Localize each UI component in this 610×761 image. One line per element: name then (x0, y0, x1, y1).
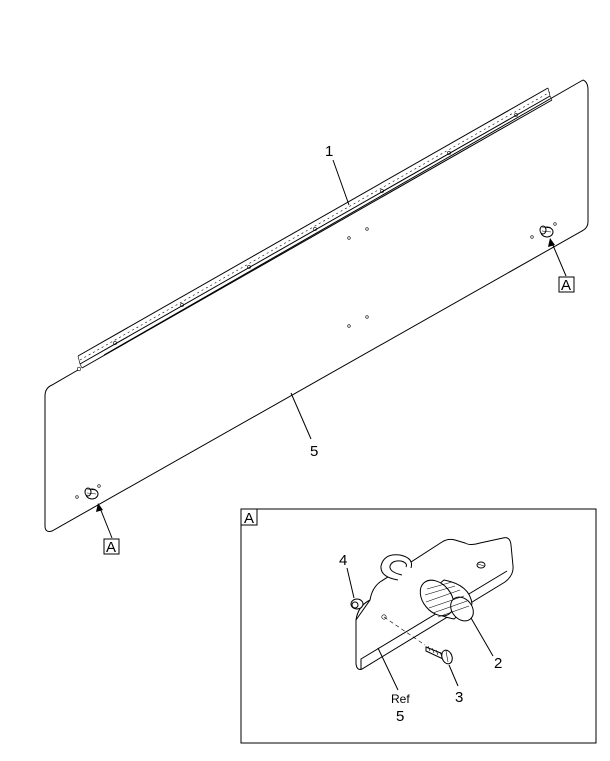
detail-ref-right-label: A (561, 277, 571, 294)
piano-hinge (76, 87, 553, 372)
hinge-screw (313, 227, 317, 231)
detail-a-frame (240, 508, 597, 744)
panel-holes (75, 222, 557, 499)
callout-item-4: 4 (339, 552, 347, 569)
hinge-screw (113, 341, 117, 345)
knob-right (539, 225, 554, 238)
detail-screw (425, 645, 453, 665)
panel (44, 79, 589, 532)
leader-detail-right (548, 238, 567, 277)
detail-a: A (240, 508, 597, 744)
detail-knob (419, 579, 474, 622)
callout-item-1: 1 (325, 143, 333, 160)
leader-detail-left (96, 503, 113, 539)
hinge-screw (180, 303, 184, 307)
callout-ref-item: 5 (396, 708, 404, 725)
hinge-screw (447, 151, 451, 155)
detail-a-label: A (244, 510, 254, 527)
hinge-screw (247, 265, 251, 269)
callout-item-5: 5 (310, 443, 318, 460)
callout-item-3: 3 (455, 689, 463, 706)
hinge-end-screw (76, 366, 82, 372)
hinge-screw (514, 113, 518, 117)
leader-item-5 (290, 392, 312, 440)
detail-a-label-box (240, 508, 258, 526)
leader-item-1 (332, 159, 350, 206)
detail-ref-box-left: A (103, 538, 120, 556)
detail-ref-left-label: A (106, 539, 116, 556)
detail-ref-box-right: A (558, 276, 575, 294)
callout-item-2: 2 (494, 655, 502, 672)
install-path (383, 616, 426, 646)
hinge-screw (380, 189, 384, 193)
handle-loop (380, 554, 412, 581)
detail-nut (350, 598, 364, 610)
knob-left (84, 487, 99, 500)
callout-ref-text: Ref (391, 692, 410, 706)
